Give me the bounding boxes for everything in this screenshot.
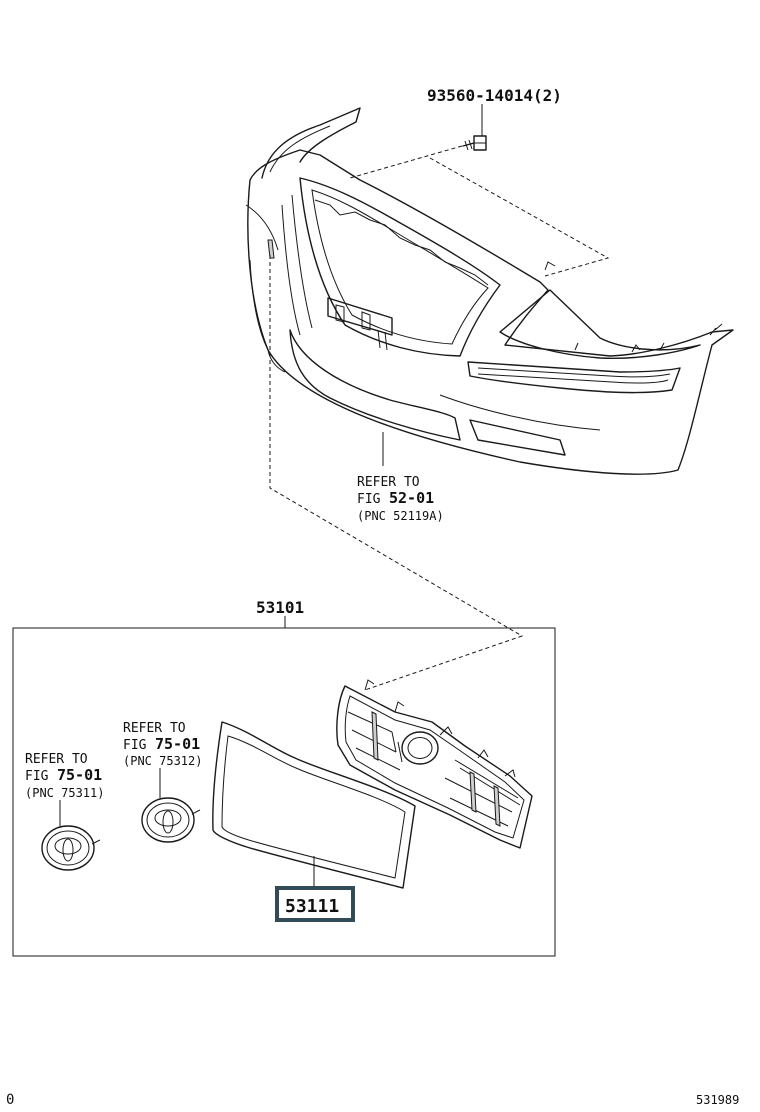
molding-part-number[interactable]: 53111 [285, 896, 339, 917]
emblem-left-refer-line1: REFER TO [25, 752, 88, 767]
front-bumper-cover[interactable] [245, 107, 734, 475]
emblem-center-refer-line1: REFER TO [123, 721, 186, 736]
emblem-center-refer-pnc: (PNC 75312) [123, 754, 202, 768]
emblem-left-fig-prefix: FIG [25, 769, 49, 784]
toyota-emblem-icon[interactable] [141, 797, 201, 843]
grille-molding[interactable] [212, 721, 416, 889]
highlight-box-53111[interactable] [275, 886, 355, 922]
bumper-refer-fig-prefix: FIG [357, 492, 381, 507]
footer-left-code: 0 [6, 1092, 14, 1108]
emblem-center-fig-prefix: FIG [123, 738, 147, 753]
grille-assembly-frame [12, 627, 556, 957]
bolt-icon[interactable] [462, 135, 487, 151]
emblem-center-refer-fig[interactable]: 75-01 [155, 735, 200, 753]
footer-illustration-number: 531989 [696, 1093, 739, 1107]
emblem-left-refer-pnc: (PNC 75311) [25, 786, 104, 800]
bolt-part-number[interactable]: 93560-14014(2) [427, 86, 562, 105]
bolt-guide-line [349, 145, 463, 179]
bolt-guide-line-right [429, 157, 610, 277]
radiator-grille[interactable] [336, 679, 533, 849]
grille-assembly-part-number[interactable]: 53101 [256, 598, 304, 617]
emblem-left-refer-fig[interactable]: 75-01 [57, 766, 102, 784]
grille-mount-guide [269, 255, 524, 691]
bumper-refer-line1: REFER TO [357, 475, 420, 490]
bumper-refer-pnc: (PNC 52119A) [357, 509, 444, 523]
toyota-emblem-icon[interactable] [41, 825, 101, 871]
bumper-refer-fig[interactable]: 52-01 [389, 489, 434, 507]
